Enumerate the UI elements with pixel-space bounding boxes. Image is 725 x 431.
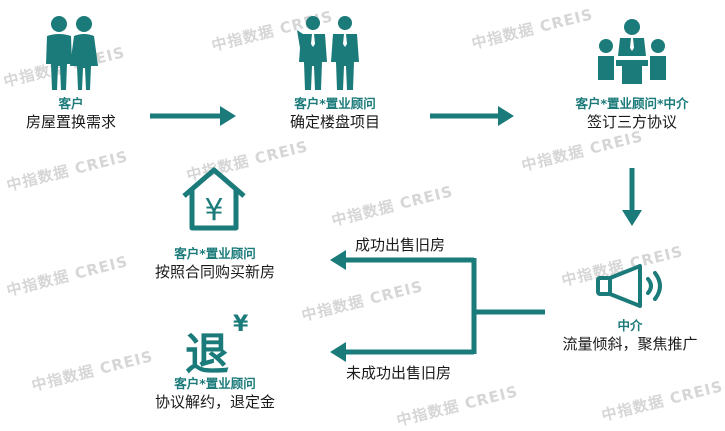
megaphone-icon xyxy=(596,264,662,308)
refund-icon: 退 ¥ xyxy=(185,312,255,380)
node-desc: 按照合同购买新房 xyxy=(154,263,275,281)
node-desc: 流量倾斜，聚焦推广 xyxy=(562,335,698,353)
node-role: 客户*置业顾问 xyxy=(174,246,256,261)
arrow-n2-n3 xyxy=(430,106,514,126)
couple-icon xyxy=(46,16,98,90)
node-desc: 确定楼盘项目 xyxy=(289,113,380,131)
edge-label-unsold: 未成功出售旧房 xyxy=(346,364,452,382)
node-desc: 房屋置换需求 xyxy=(25,113,116,131)
refund-glyph: 退 xyxy=(185,329,229,380)
node-role: 客户*置业顾问 xyxy=(174,376,256,391)
arrow-n3-n4 xyxy=(622,168,642,226)
yuan-glyph: ¥ xyxy=(204,193,223,228)
node-desc: 协议解约，退定金 xyxy=(154,393,275,411)
node-role: 客户*置业顾问 xyxy=(294,96,376,111)
node-role: 客户*置业顾问*中介 xyxy=(575,96,689,111)
node-customer-consultant: 客户*置业顾问 确定楼盘项目 xyxy=(260,96,410,132)
yuan-glyph: ¥ xyxy=(233,312,249,337)
node-buy-new-house: 客户*置业顾问 按照合同购买新房 xyxy=(135,246,295,282)
meeting-icon xyxy=(598,19,666,84)
arrow-n1-n2 xyxy=(150,106,236,126)
node-role: 中介 xyxy=(617,318,643,333)
branch-connector xyxy=(330,250,545,362)
node-agent: 中介 流量倾斜，聚焦推广 xyxy=(540,318,720,354)
house-yuan-icon: ¥ xyxy=(182,167,246,231)
node-role: 客户 xyxy=(58,96,84,111)
node-desc: 签订三方协议 xyxy=(586,113,677,131)
node-customer: 客户 房屋置换需求 xyxy=(0,96,142,132)
node-customer-consultant-agent: 客户*置业顾问*中介 签订三方协议 xyxy=(547,96,717,132)
two-people-icon xyxy=(297,16,359,90)
edge-label-sold: 成功出售旧房 xyxy=(355,236,446,254)
node-cancel-refund: 客户*置业顾问 协议解约，退定金 xyxy=(135,376,295,412)
